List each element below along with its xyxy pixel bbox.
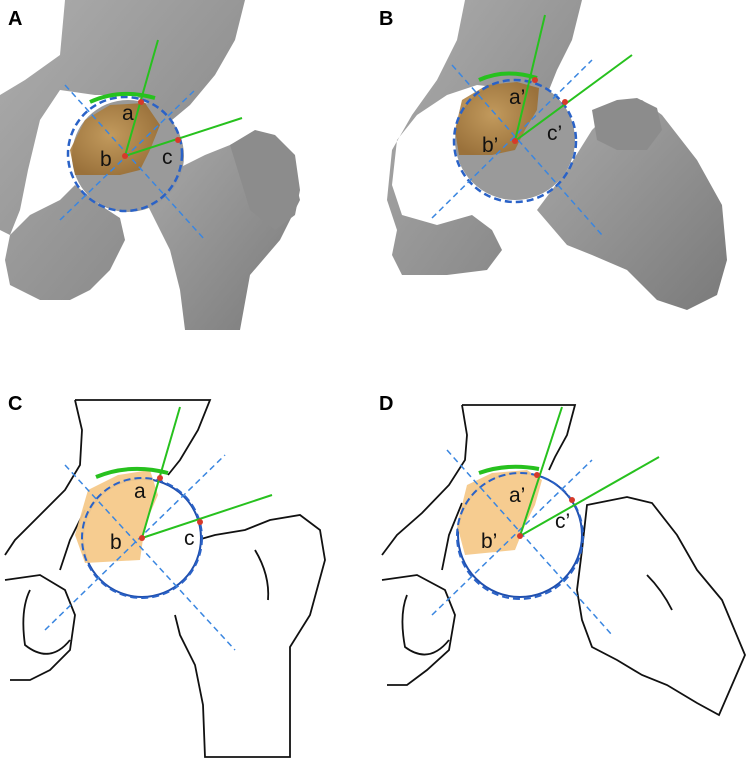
green-line-a (514, 14, 546, 142)
label-c: c’ (555, 510, 570, 533)
lunate-surface (455, 82, 539, 155)
femur-outline (174, 514, 326, 758)
ilium-outline (462, 404, 577, 471)
femur-shape (537, 100, 727, 310)
green-line-c (519, 456, 660, 537)
label-c: c’ (547, 122, 562, 145)
marker-c (175, 137, 181, 143)
panel-d: D a’ b’ c’ (377, 385, 754, 767)
panel-a: A a b c (0, 0, 377, 345)
obturator-outline (22, 589, 71, 655)
green-line-a (124, 39, 159, 157)
marker-a (534, 472, 540, 478)
lunate-surface (70, 103, 160, 175)
greater-trochanter (230, 130, 300, 230)
dashed-axis-2 (44, 454, 226, 631)
ilium-shape (387, 0, 582, 275)
marker-b (512, 138, 518, 144)
dashed-axis-2 (431, 59, 593, 219)
panel-letter-b: B (379, 8, 394, 30)
dashed-axis-1 (64, 464, 236, 651)
label-c: c (184, 527, 195, 550)
green-arc (89, 91, 156, 104)
marker-b (122, 153, 128, 159)
panel-letter-a: A (8, 8, 23, 30)
label-b: b’ (482, 134, 498, 157)
panel-letter-c: C (8, 393, 23, 415)
dashed-axis-1 (64, 84, 206, 241)
obturator-outline (401, 594, 450, 656)
marker-a (138, 99, 144, 105)
ilium-outline-2 (381, 404, 468, 556)
green-line-a (519, 406, 563, 537)
label-b: b (100, 148, 112, 171)
label-a: a’ (509, 86, 525, 109)
drawing-normal-hip: a b c (4, 399, 326, 758)
label-a: a (134, 480, 146, 503)
xray-dysplastic-hip: a’ b’ c’ (387, 0, 727, 310)
marker-a (532, 77, 538, 83)
trochanter-line (646, 574, 673, 611)
pubis-outline (381, 574, 456, 686)
femoral-head-circle (452, 78, 578, 204)
ilium-outline-2 (4, 399, 83, 556)
femoral-head-circle (66, 95, 184, 213)
label-c: c (162, 146, 173, 169)
xray-normal-hip: a b c (0, 0, 300, 330)
label-b: b’ (481, 530, 497, 553)
dashed-axis-1 (451, 64, 603, 236)
pubis-outline (4, 574, 76, 681)
trochanter-line (254, 549, 270, 601)
marker-b (139, 535, 145, 541)
panel-c: C a b c (0, 385, 377, 767)
femoral-head-circle (81, 477, 203, 599)
marker-b (517, 533, 523, 539)
label-b: b (110, 531, 122, 554)
green-arc (478, 464, 540, 475)
drawing-dysplastic-hip: a’ b’ c’ (381, 404, 746, 717)
ilium-outline (75, 399, 212, 476)
green-arc (478, 71, 538, 82)
green-line-c (514, 54, 633, 142)
label-a: a’ (509, 484, 525, 507)
ilium-shape (0, 0, 245, 300)
lunate-surface (75, 470, 158, 563)
femur-outline (576, 496, 746, 717)
femoral-head-circle (456, 472, 584, 600)
marker-c (562, 99, 568, 105)
ischium-outline (441, 502, 463, 571)
dashed-axis-2 (431, 459, 593, 616)
greater-trochanter (592, 98, 662, 150)
green-line-a (141, 406, 181, 539)
label-a: a (122, 102, 134, 125)
marker-c (569, 497, 575, 503)
green-line-c (141, 494, 273, 539)
marker-c (197, 519, 203, 525)
panel-b: B a’ b’ c’ (377, 0, 754, 345)
marker-a (157, 475, 163, 481)
green-line-c (124, 117, 243, 157)
panel-letter-d: D (379, 393, 394, 415)
dashed-axis-1 (446, 449, 613, 636)
